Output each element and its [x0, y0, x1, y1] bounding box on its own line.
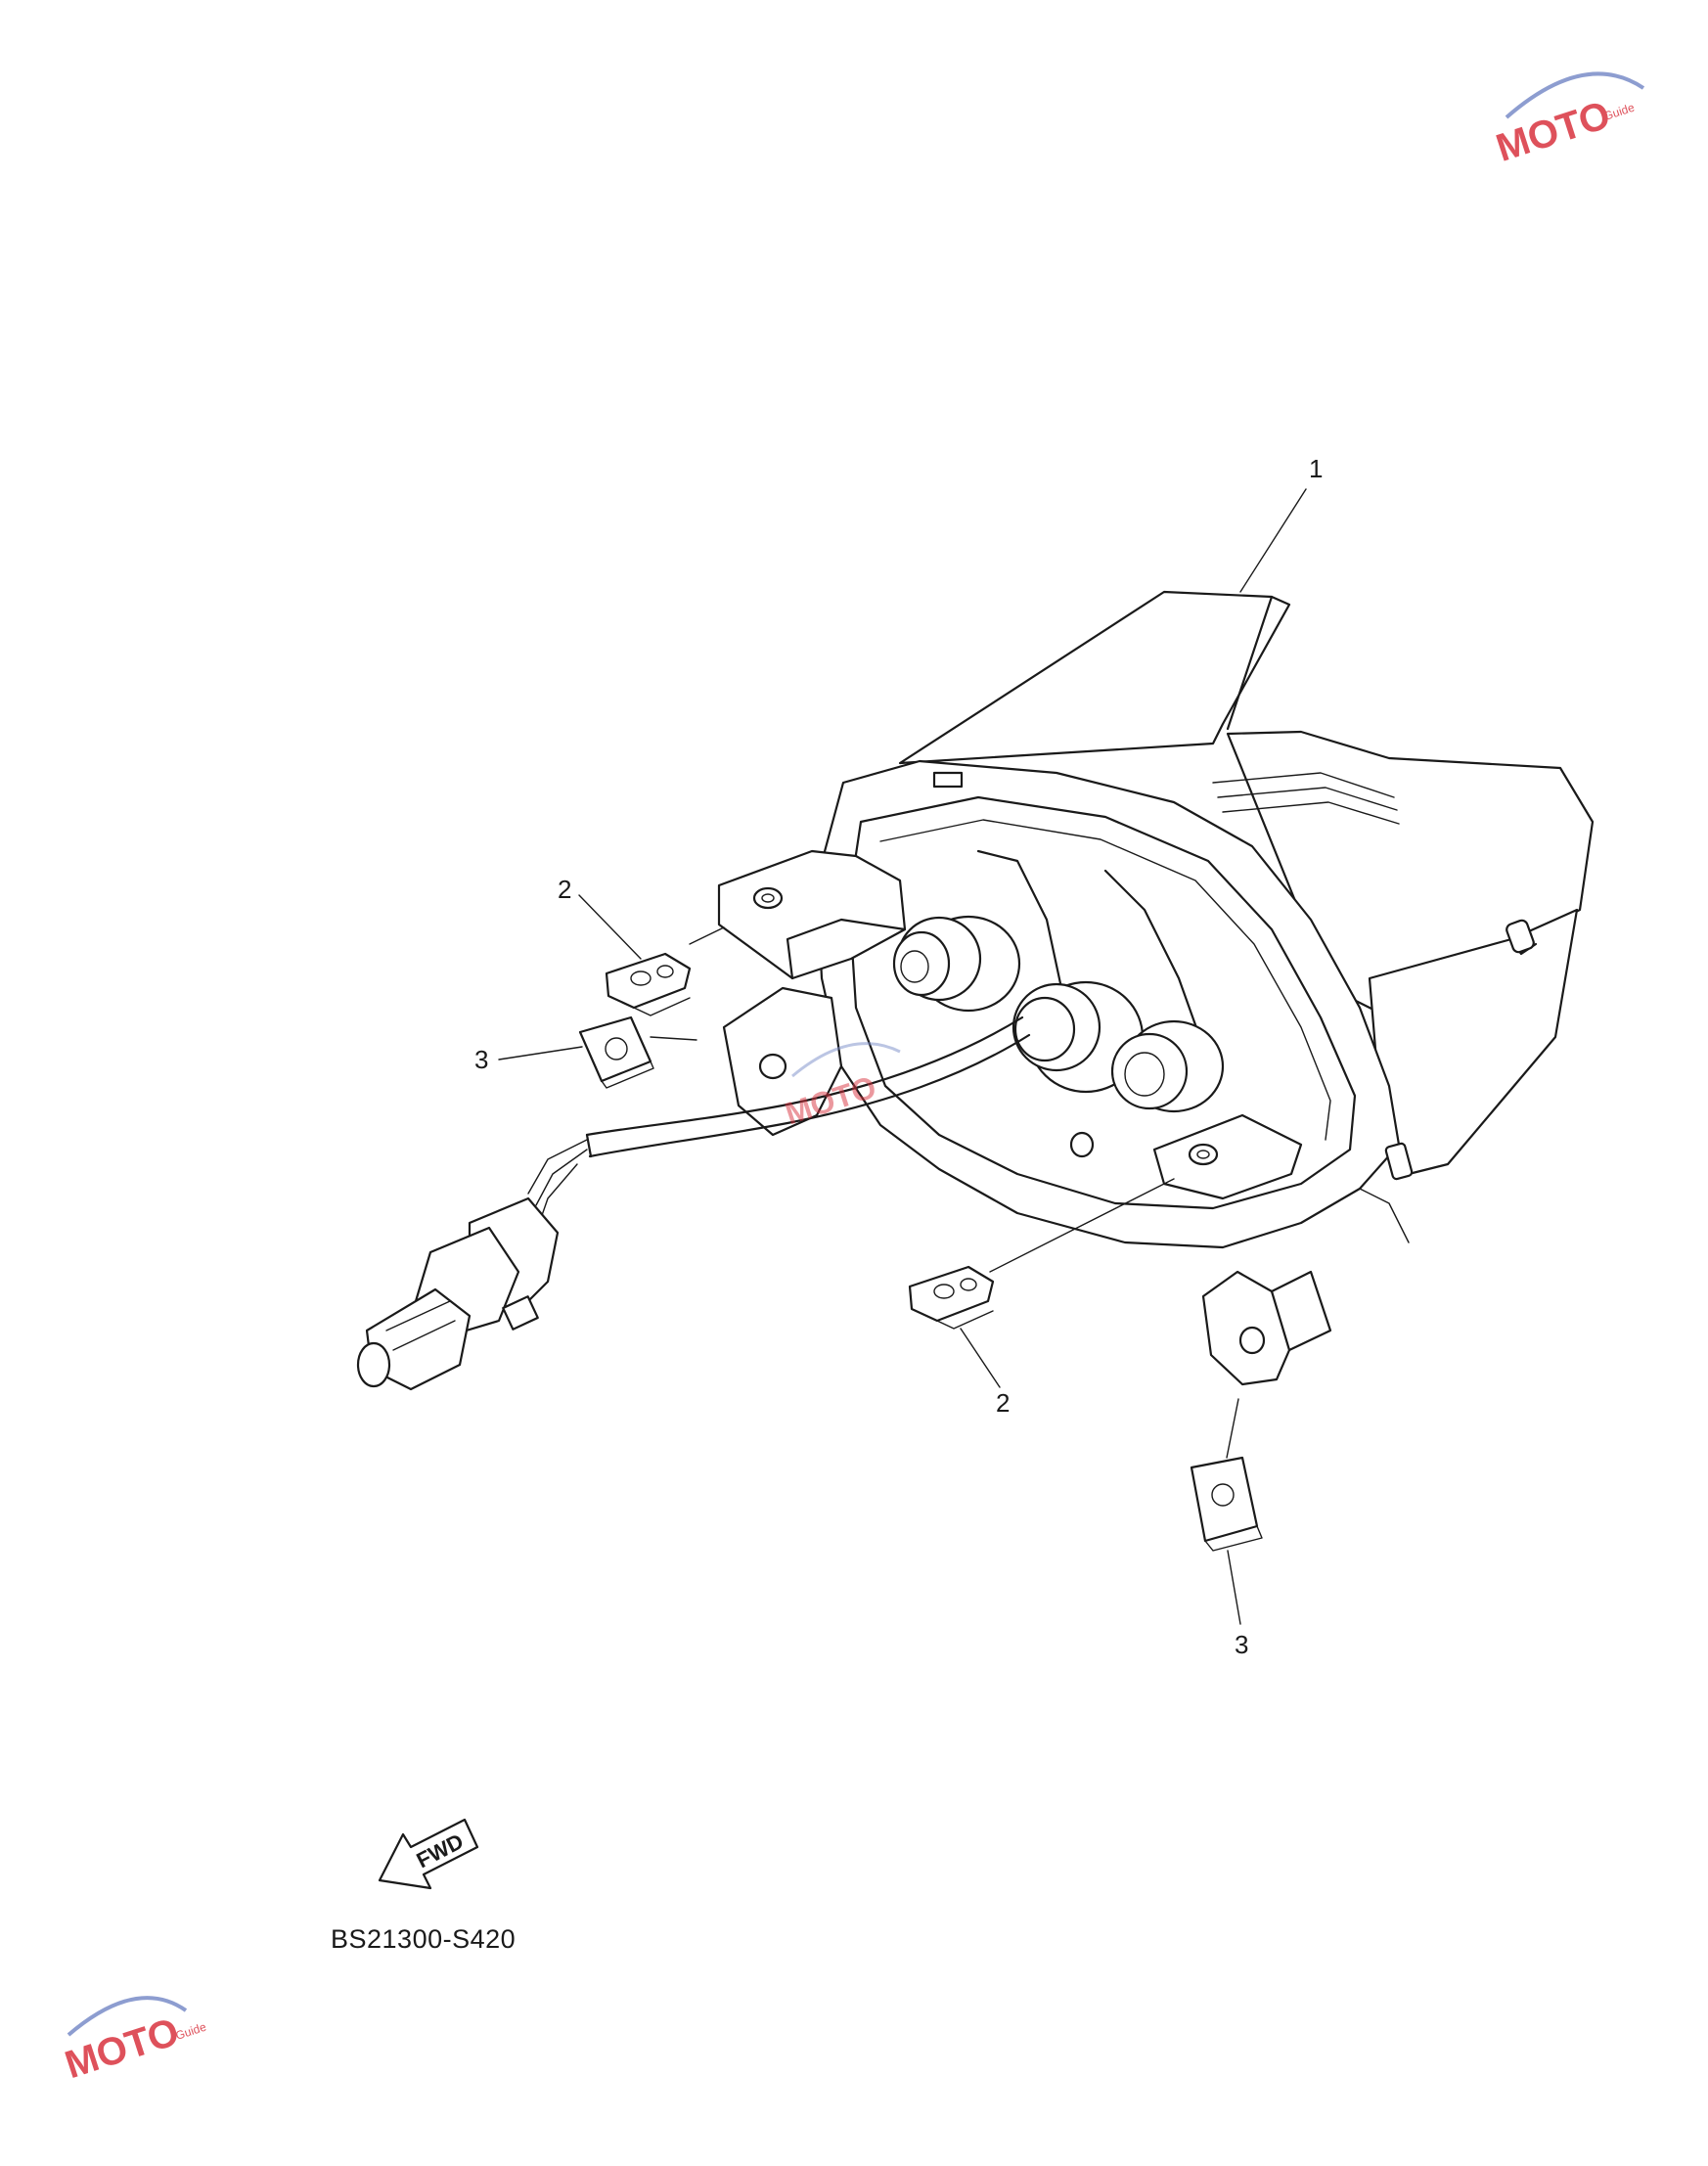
wire-harness — [527, 1015, 1031, 1222]
watermark-brand-bottom: MOTO — [60, 2010, 184, 2088]
nut-3-bottom — [1190, 1456, 1263, 1552]
bulb-socket-lower — [1110, 1019, 1225, 1113]
callout-2-upper: 2 — [558, 875, 571, 904]
callout-3-bottom: 3 — [1235, 1630, 1248, 1659]
nut-3-left — [578, 1015, 654, 1089]
bulb-socket-upper — [892, 915, 1021, 1013]
callout-1: 1 — [1309, 454, 1323, 483]
watermark-logo-bottom: MOTO Guide — [60, 1996, 208, 2088]
watermark-sub-bottom: Guide — [174, 2020, 208, 2043]
clip-2-lower — [908, 1265, 995, 1330]
callout-3-left: 3 — [474, 1045, 488, 1074]
clip-2-upper — [605, 952, 692, 1016]
watermark-brand-top: MOTO — [1491, 93, 1615, 170]
leader-lines — [498, 488, 1307, 1625]
diagram-code: BS21300-S420 — [331, 1924, 517, 1954]
tail-light-assembly — [717, 590, 1595, 1386]
callout-2-lower: 2 — [996, 1388, 1010, 1418]
electrical-connector — [356, 1196, 560, 1391]
forward-direction-arrow: FWD — [378, 1818, 479, 1890]
watermark-logo-top: MOTO Guide — [1491, 71, 1645, 170]
watermark-sub-top: Guide — [1602, 101, 1637, 123]
